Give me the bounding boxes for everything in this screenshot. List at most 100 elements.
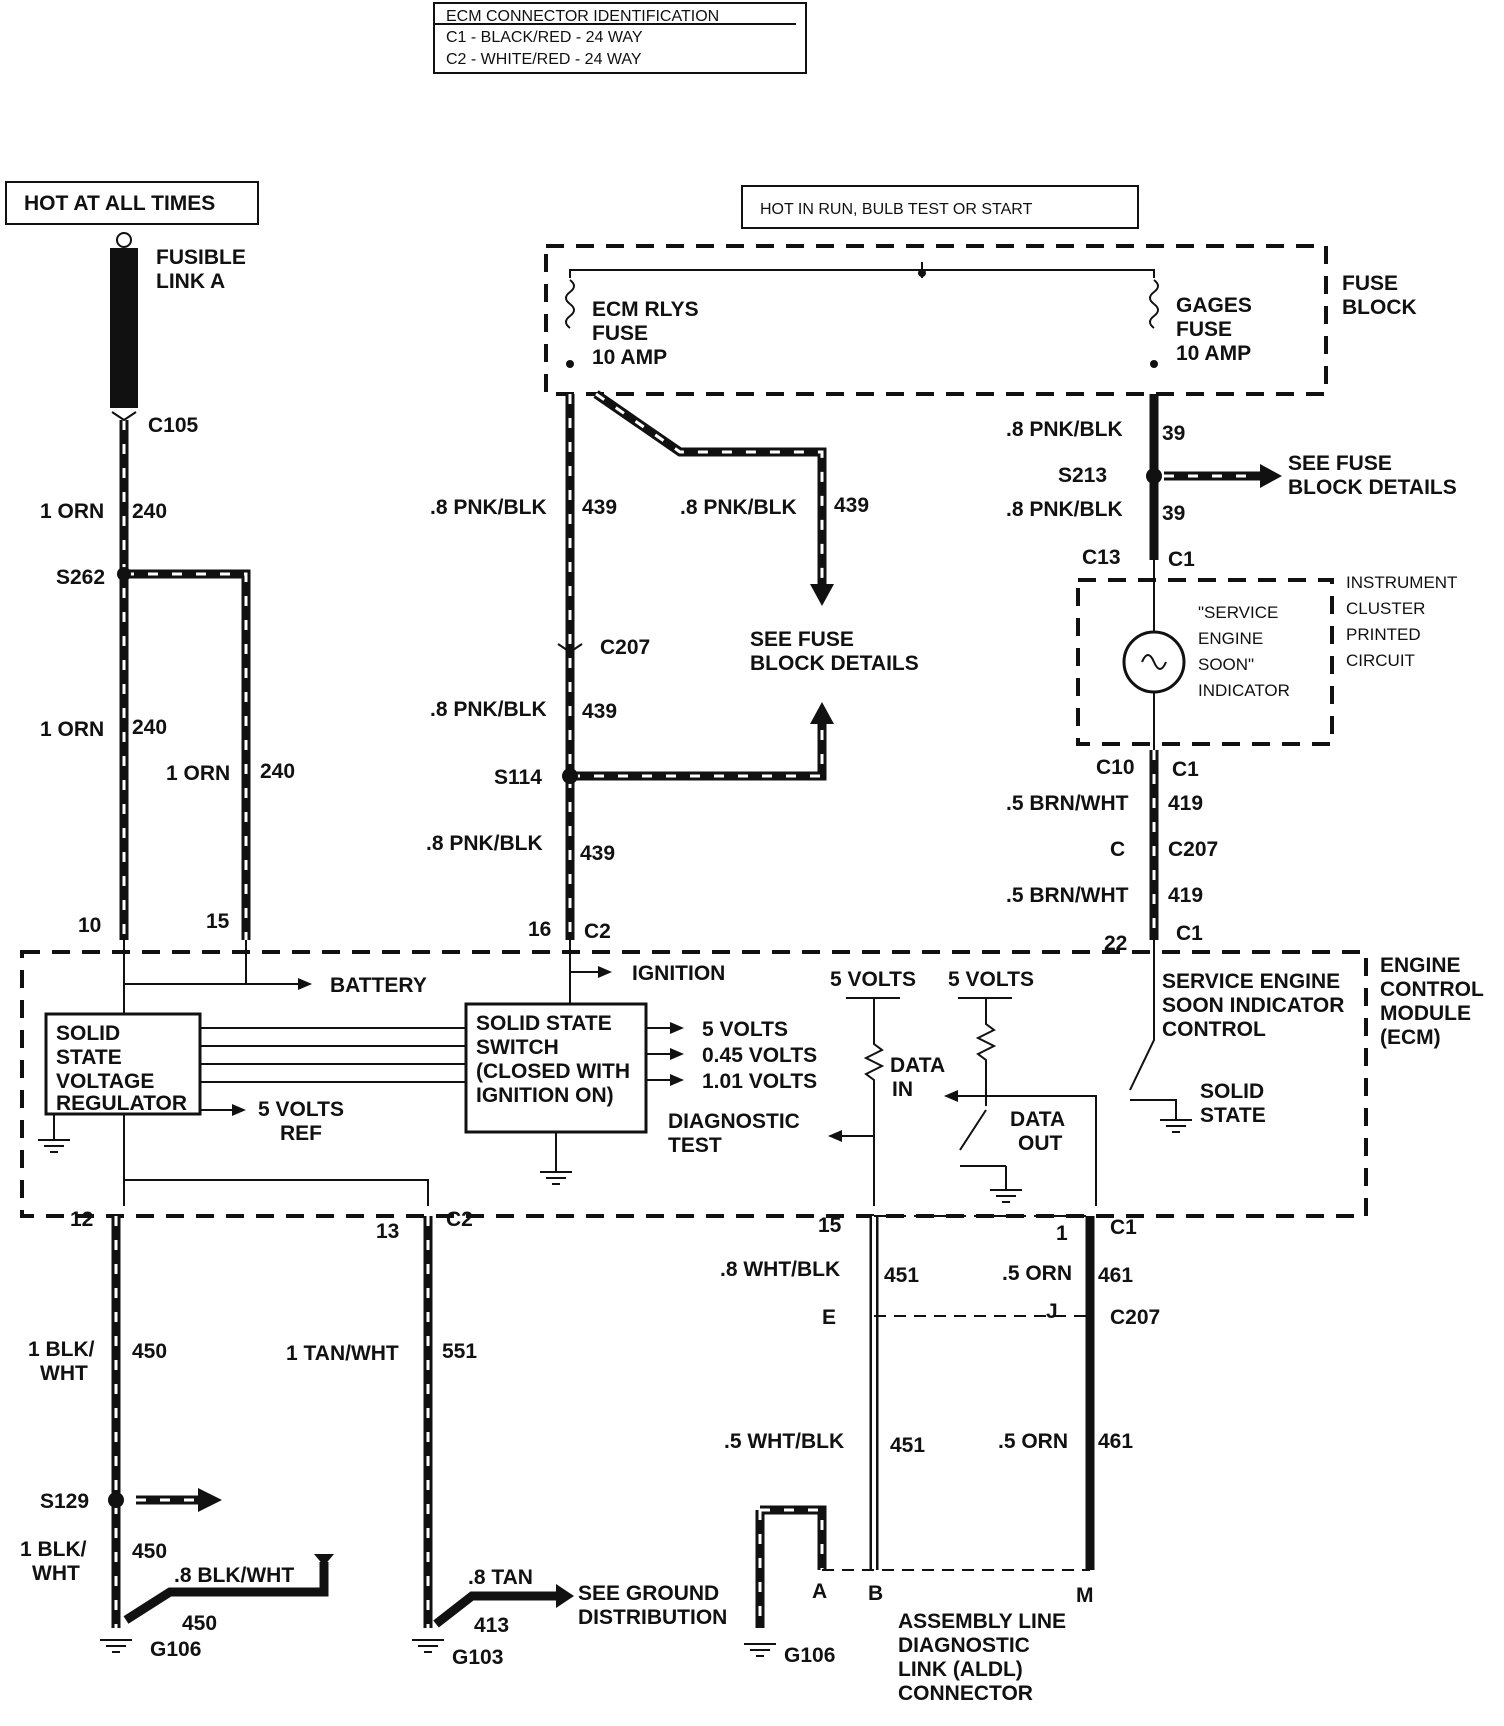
label-ecm-data_out-1: OUT (1018, 1132, 1063, 1155)
label-wires-c39: 39 (1162, 502, 1185, 525)
label-aldl-2: LINK (ALDL) (898, 1658, 1023, 1681)
label-connectors-c: C (1110, 838, 1125, 861)
ground-circuit-450: 12 1 BLK/ WHT 450 S129 1 BLK/ WHT 450 .8… (20, 1208, 334, 1661)
label-ecm-regulator-3: REGULATOR (56, 1092, 187, 1115)
label-connectors-j: J (1046, 1300, 1058, 1323)
label-wires-orn5: .5 ORN (1002, 1262, 1072, 1285)
g103-label: G103 (452, 1646, 503, 1669)
label-see_fuse_block-0: SEE FUSE (1288, 452, 1392, 475)
label-ecm-solid_state-1: STATE (1200, 1104, 1266, 1127)
label-see_fuse_block-1: BLOCK DETAILS (1288, 476, 1457, 499)
label-wires-c461: 461 (1098, 1264, 1133, 1287)
label-connectors-c10: C10 (1096, 756, 1135, 779)
label-wires-pnkblk: .8 PNK/BLK (680, 496, 797, 519)
label-wires-tan8: .8 TAN (468, 1566, 533, 1589)
label-wires-c419: 419 (1168, 884, 1203, 907)
aldl-circuits: 15 1 C1 .8 WHT/BLK 451 .5 ORN 461 E J C2… (720, 1214, 1160, 1705)
label-power-hot_all_times: HOT AT ALL TIMES (24, 192, 215, 215)
g106-left-label: G106 (150, 1638, 201, 1661)
label-see_fuse_block-0: SEE FUSE (750, 628, 854, 651)
c105-label: C105 (148, 414, 199, 437)
label-wires-pnkblk: .8 PNK/BLK (1006, 418, 1123, 441)
label-connectors-c13: C13 (1082, 546, 1121, 569)
label-wires-c461: 461 (1098, 1430, 1133, 1453)
label-ecm-ref-0: 5 VOLTS (258, 1098, 344, 1121)
label-wires-blkwht8: .8 BLK/WHT (174, 1564, 294, 1587)
label-instrument_cluster-3: CIRCUIT (1346, 651, 1415, 670)
label-ecm-ref-1: REF (280, 1122, 322, 1145)
label-connectors-c1: C1 (1168, 548, 1195, 571)
ground-icon (412, 1639, 444, 1653)
label-pins-p22: 22 (1104, 932, 1127, 955)
label-fuse_block-ecm_fuse-0: ECM RLYS (592, 298, 699, 321)
label-fuse_block-ecm_fuse-1: FUSE (592, 322, 648, 345)
s262-label: S262 (56, 566, 105, 589)
label-connectors-m: M (1076, 1584, 1094, 1607)
label-wires-c240: 240 (132, 500, 167, 523)
label-ecm-regulator-2: VOLTAGE (56, 1070, 154, 1093)
label-connectors-c1: C1 (1110, 1216, 1137, 1239)
hot-at-all-times-box: HOT AT ALL TIMES (5, 181, 259, 225)
s114-label: S114 (494, 766, 542, 789)
label-ecm-data_out-0: DATA (1010, 1108, 1065, 1131)
label-wires-c39: 39 (1162, 422, 1185, 445)
label-wires-blkwht-1: WHT (32, 1562, 80, 1585)
ground-icon (38, 1139, 70, 1153)
label-wires-blkwht-1: WHT (40, 1362, 88, 1385)
label-connectors-b: B (868, 1582, 883, 1605)
label-wires-whtblk8: .8 WHT/BLK (720, 1258, 840, 1281)
g106-right-label: G106 (784, 1644, 835, 1667)
label-ecm-solid_state-0: SOLID (1200, 1080, 1264, 1103)
label-wires-tanwht: 1 TAN/WHT (286, 1342, 399, 1365)
label-wires-c439: 439 (580, 842, 615, 865)
label-wires-brnwht: .5 BRN/WHT (1006, 792, 1129, 815)
label-wires-pnkblk: .8 PNK/BLK (1006, 498, 1123, 521)
label-ecm-five_volts: 5 VOLTS (948, 968, 1034, 991)
ground-icon (100, 1639, 132, 1653)
gages-fuse-symbol (1149, 279, 1159, 329)
label-aldl-1: DIAGNOSTIC (898, 1634, 1030, 1657)
legend-c2: C2 - WHITE/RED - 24 WAY (446, 51, 642, 68)
c207-aldl-label: C207 (1110, 1306, 1160, 1329)
label-pins-p13: 13 (376, 1220, 399, 1243)
ground-icon (540, 1171, 572, 1185)
label-ecm-ses_control-1: SOON INDICATOR (1162, 994, 1344, 1017)
s129-label: S129 (40, 1490, 89, 1513)
label-connectors-e: E (822, 1306, 836, 1329)
label-ecm-outputs-1: 0.45 VOLTS (702, 1044, 817, 1067)
tan-circuit-551: 13 C2 1 TAN/WHT 551 .8 TAN 413 G103 SEE … (286, 1208, 727, 1669)
label-fuse_block-gages_fuse-2: 10 AMP (1176, 342, 1251, 365)
s213-label: S213 (1058, 464, 1107, 487)
label-wires-c551: 551 (442, 1340, 477, 1363)
label-wires-c419: 419 (1168, 792, 1203, 815)
label-wires-c413: 413 (474, 1614, 509, 1637)
label-ecm-ignition: IGNITION (632, 962, 725, 985)
label-pins-p15b: 15 (818, 1214, 842, 1237)
label-fuse_block-title-1: BLOCK (1342, 296, 1417, 319)
label-power-hot_in_run: HOT IN RUN, BULB TEST OR START (760, 201, 1033, 218)
label-wires-blkwht-0: 1 BLK/ (20, 1538, 87, 1561)
label-ecm-switch-3: IGNITION ON) (476, 1084, 614, 1107)
label-ses_indicator-3: INDICATOR (1198, 681, 1290, 700)
ecm-module: ENGINE CONTROL MODULE (ECM) BATTERY SOLI… (20, 940, 1484, 1218)
label-pins-p10: 10 (78, 914, 101, 937)
label-wires-c240: 240 (132, 716, 167, 739)
label-pins-p1: 1 (1056, 1222, 1068, 1245)
label-wires-c450: 450 (182, 1612, 217, 1635)
label-fuse_block-gages_fuse-0: GAGES (1176, 294, 1252, 317)
label-ecm-diag-1: TEST (668, 1134, 722, 1157)
label-fuse_block-gages_fuse-1: FUSE (1176, 318, 1232, 341)
label-ecm-outputs-2: 1.01 VOLTS (702, 1070, 817, 1093)
label-aldl-0: ASSEMBLY LINE (898, 1610, 1066, 1633)
label-ecm-five_volts: 5 VOLTS (830, 968, 916, 991)
pnk-blk-wire-439: .8 PNK/BLK 439 .8 PNK/BLK 439 C207 .8 PN… (426, 390, 919, 943)
label-ses_indicator-2: SOON" (1198, 655, 1254, 674)
label-wires-c439: 439 (582, 700, 617, 723)
hot-in-run-box: HOT IN RUN, BULB TEST OR START (741, 185, 1139, 229)
orn-wire-240: C105 1 ORN 240 S262 1 ORN 240 1 ORN 240 … (40, 411, 295, 940)
label-wires-c451: 451 (884, 1264, 919, 1287)
label-ecm-regulator-0: SOLID (56, 1022, 120, 1045)
label-wires-pnkblk: .8 PNK/BLK (426, 832, 543, 855)
label-wires-pnkblk: .8 PNK/BLK (430, 496, 547, 519)
